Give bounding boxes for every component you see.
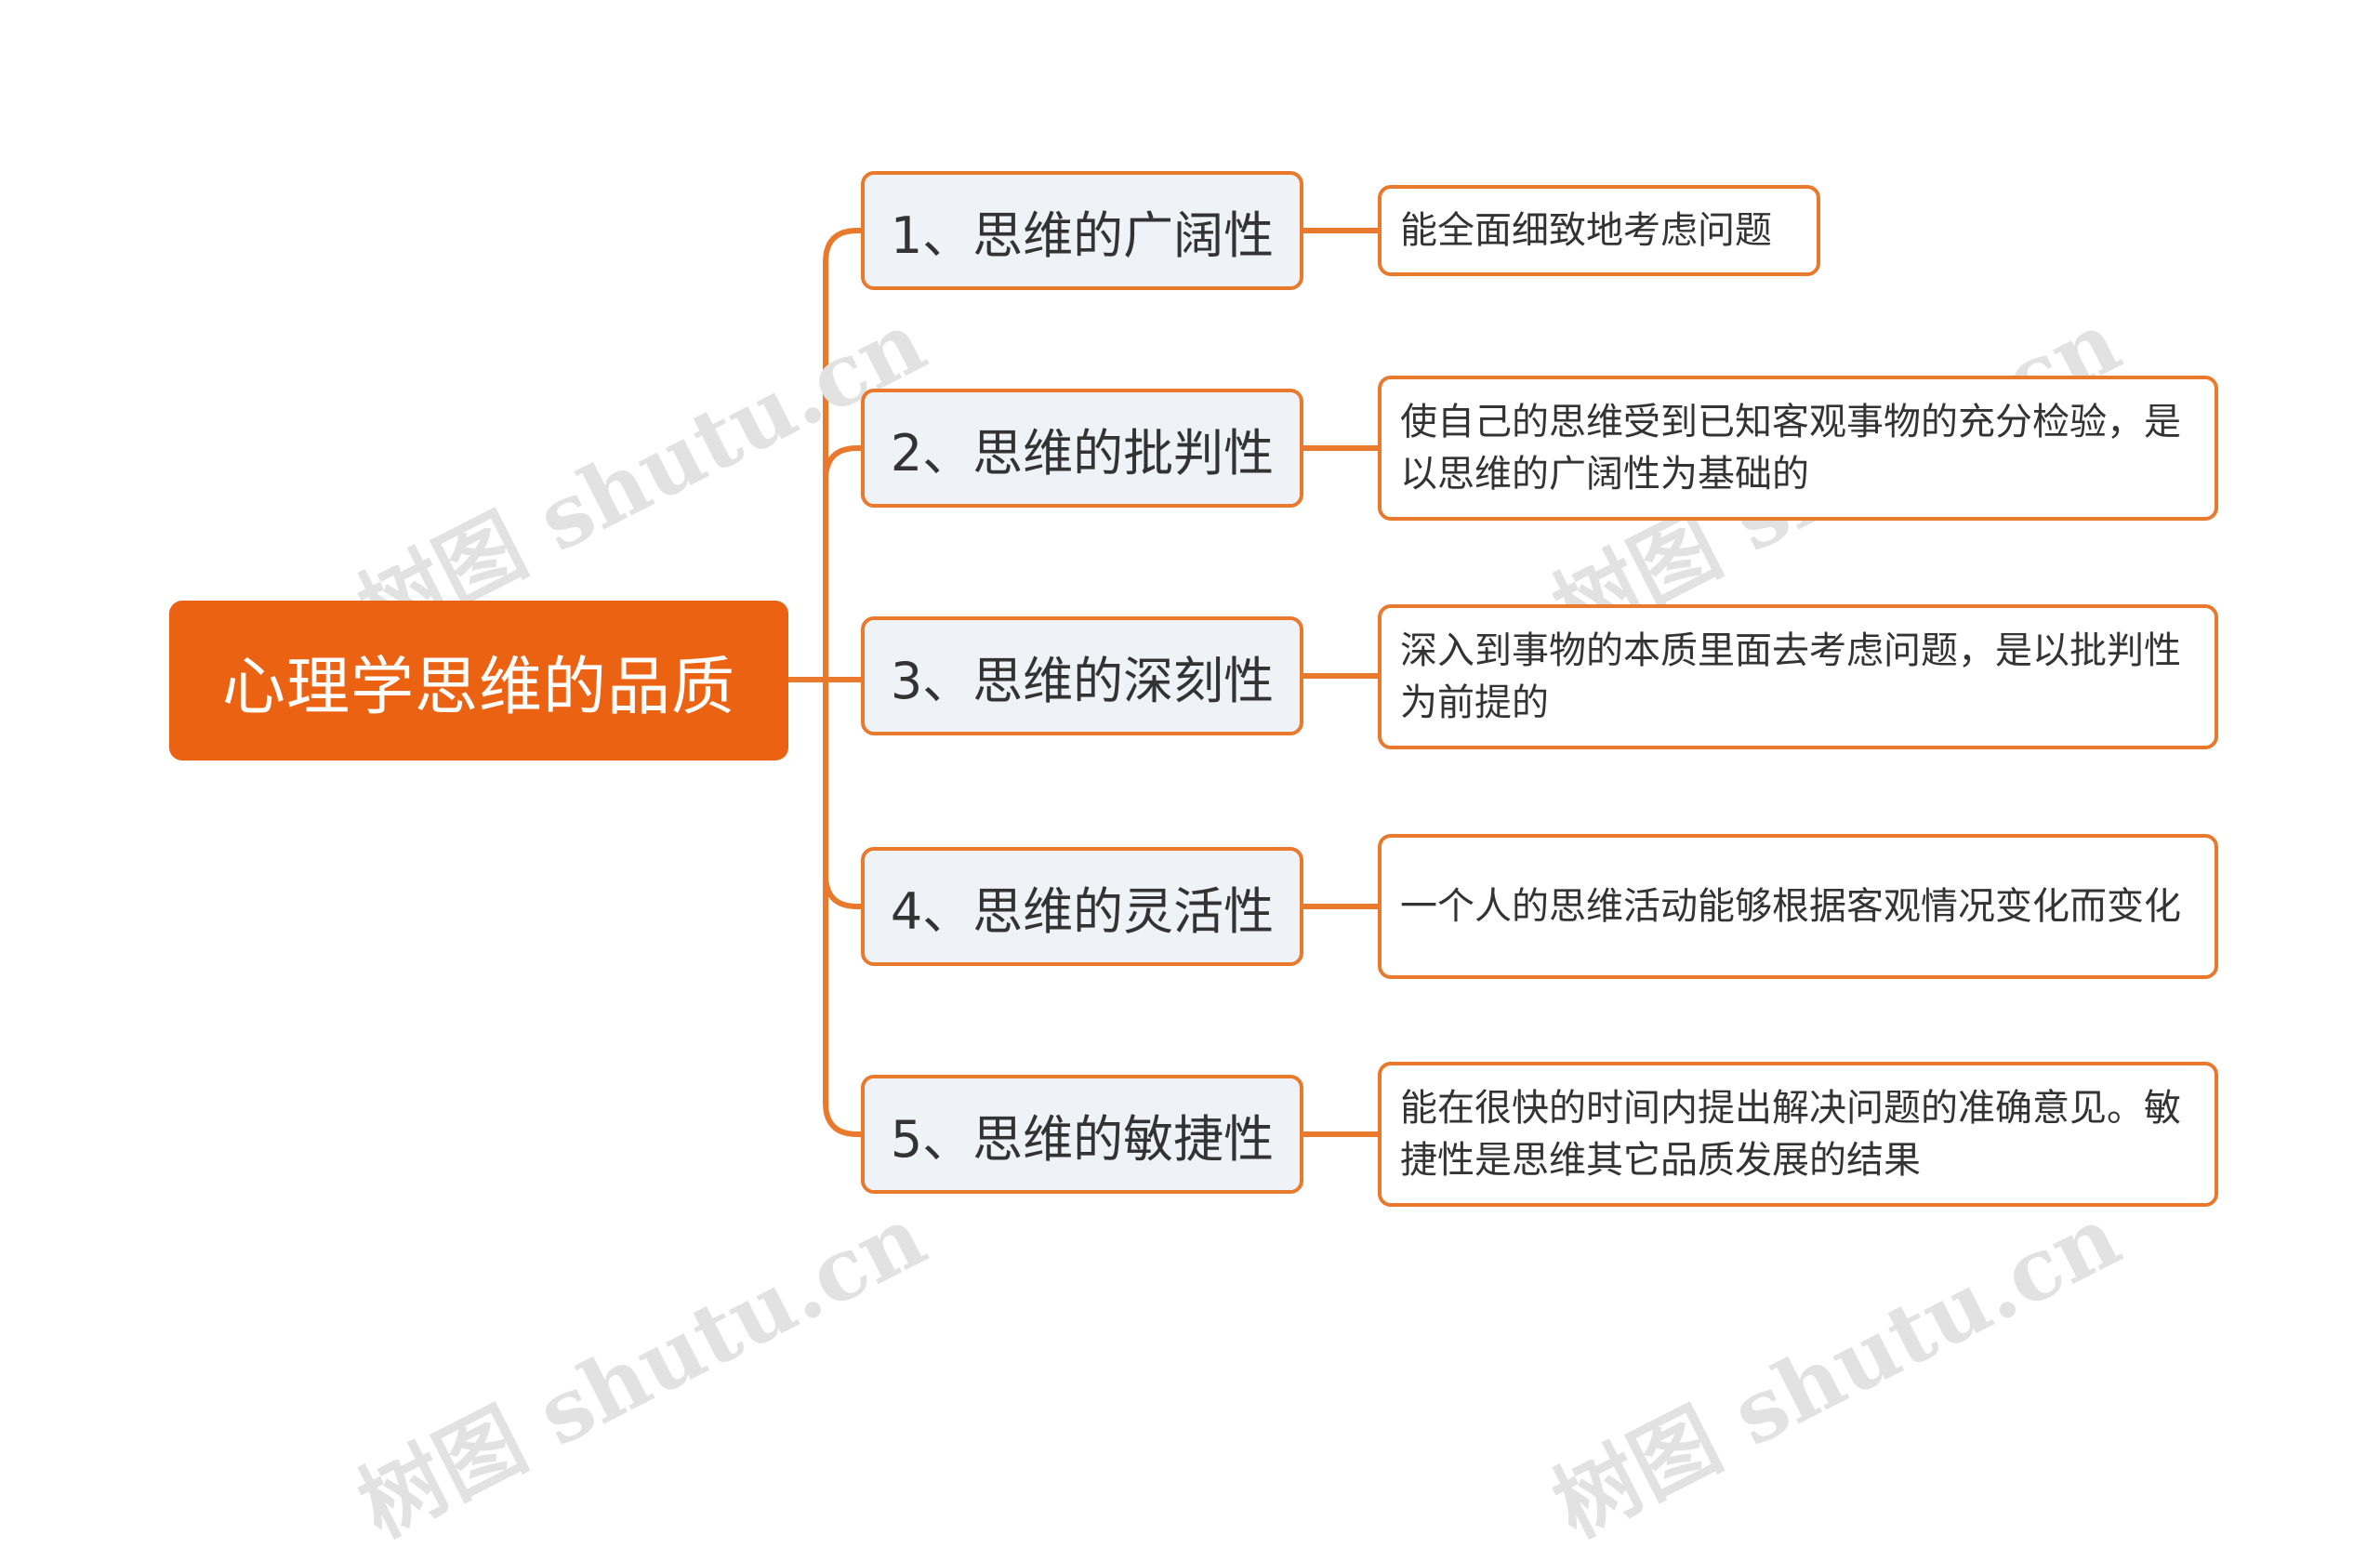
connector-root-branch-5 [823, 1100, 864, 1137]
leaf-node-5[interactable]: 能在很快的时间内提出解决问题的准确意见。敏捷性是思维其它品质发展的结果 [1378, 1062, 2218, 1207]
branch-label-2: 2、思维的批判性 [890, 423, 1275, 483]
connector-lines [786, 228, 1381, 1137]
leaf-text-2: 使自己的思维受到已知客观事物的充分检验，是以思维的广阔性为基础的 [1400, 401, 2181, 496]
branch-node-4[interactable]: 4、思维的灵活性 [861, 847, 1303, 966]
connector-root-branch-2 [823, 445, 864, 483]
branch-node-3[interactable]: 3、思维的深刻性 [861, 616, 1303, 735]
leaf-node-1[interactable]: 能全面细致地考虑问题 [1378, 185, 1820, 276]
branch-label-3: 3、思维的深刻性 [890, 651, 1275, 710]
leaf-text-4: 一个人的思维活动能够根据客观情况变化而变化 [1400, 885, 2181, 928]
branch-node-1[interactable]: 1、思维的广阔性 [861, 171, 1303, 290]
leaf-text-5: 能在很快的时间内提出解决问题的准确意见。敏捷性是思维其它品质发展的结果 [1400, 1087, 2181, 1182]
leaf-text-1: 能全面细致地考虑问题 [1400, 209, 1772, 252]
leaf-node-3[interactable]: 深入到事物的本质里面去考虑问题，是以批判性为前提的 [1378, 604, 2218, 749]
connector-root-branch-1 [823, 228, 864, 265]
branch-node-5[interactable]: 5、思维的敏捷性 [861, 1075, 1303, 1194]
root-topic-node[interactable]: 心理学思维的品质 [169, 601, 788, 761]
branch-node-2[interactable]: 2、思维的批判性 [861, 389, 1303, 508]
leaf-node-4[interactable]: 一个人的思维活动能够根据客观情况变化而变化 [1378, 834, 2218, 979]
branch-label-1: 1、思维的广阔性 [890, 205, 1275, 265]
branch-label-5: 5、思维的敏捷性 [890, 1109, 1275, 1169]
connector-root-branch-4 [823, 872, 864, 909]
leaf-text-3: 深入到事物的本质里面去考虑问题，是以批判性为前提的 [1400, 629, 2181, 724]
leaf-node-2[interactable]: 使自己的思维受到已知客观事物的充分检验，是以思维的广阔性为基础的 [1378, 376, 2218, 521]
root-topic-label: 心理学思维的品质 [221, 650, 735, 724]
branch-label-4: 4、思维的灵活性 [890, 881, 1275, 941]
